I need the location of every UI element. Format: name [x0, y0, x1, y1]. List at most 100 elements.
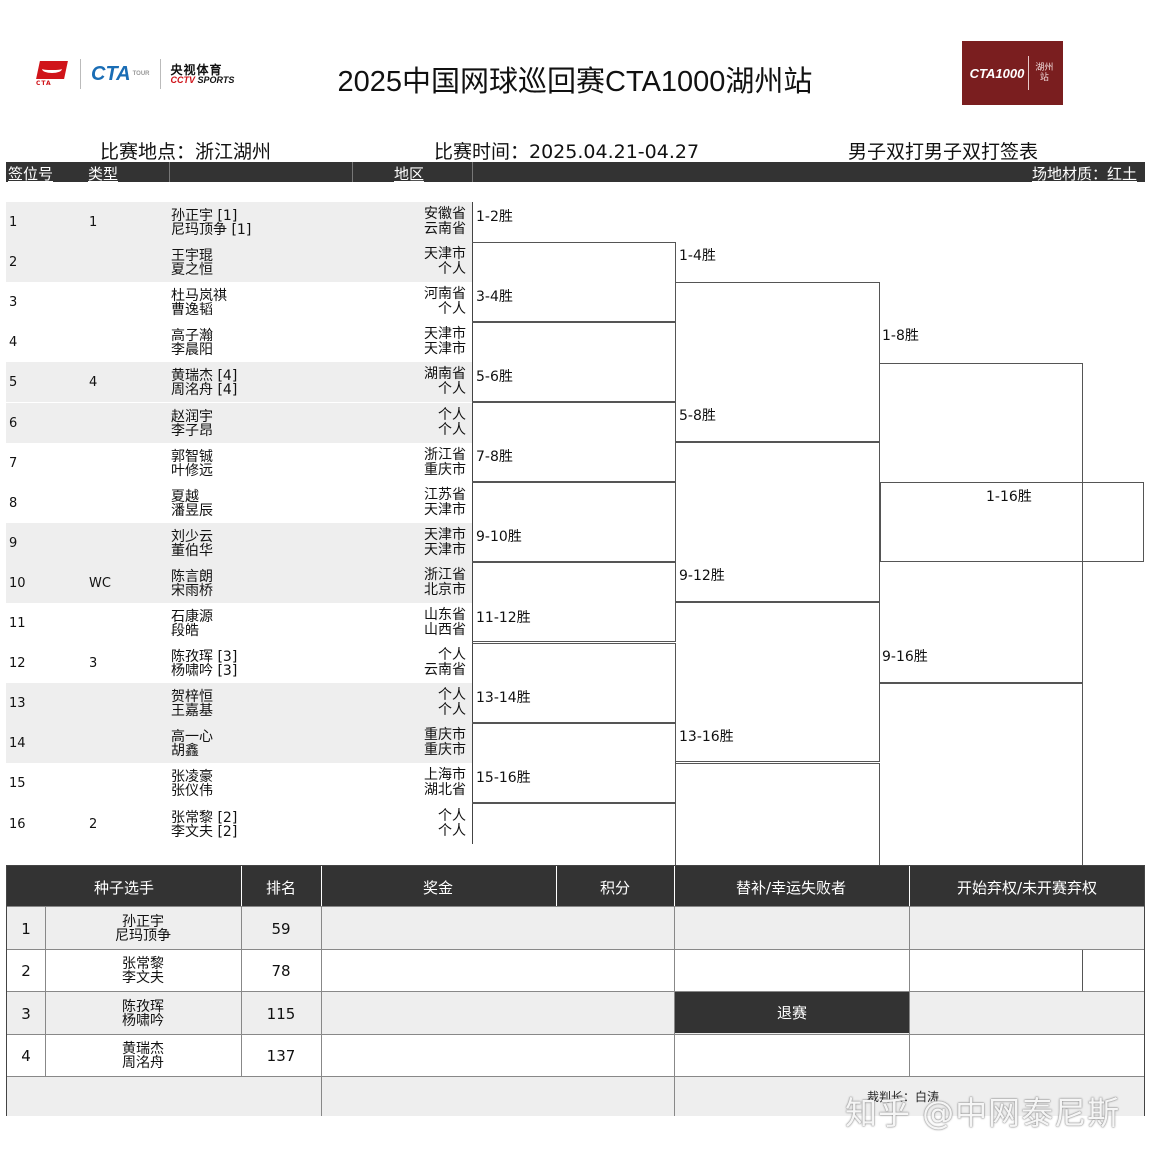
pair-regions: 天津市天津市 [424, 327, 466, 357]
draw-number: 6 [9, 415, 18, 431]
match-winner-label: 15-16胜 [476, 769, 531, 786]
region: 重庆市 [424, 727, 466, 744]
region: 河南省 [424, 286, 466, 303]
footer-row [7, 1076, 1144, 1116]
pair-names: 高子瀚李晨阳 [171, 329, 213, 357]
match-winner-label: 1-8胜 [882, 328, 919, 344]
draw-number: 3 [9, 295, 18, 311]
seed-number: 3 [21, 1004, 31, 1023]
seed-number: 1 [21, 919, 31, 938]
pair-regions: 浙江省重庆市 [424, 447, 466, 478]
player-name: 张常黎 [122, 956, 164, 972]
draw-number: 16 [9, 816, 26, 832]
draw-number: 13 [9, 696, 26, 712]
logo-divider [80, 59, 81, 89]
cta-flag-icon: CTA [36, 59, 70, 89]
pair-regions: 安徽省云南省 [424, 207, 466, 237]
cta-logo: CTA [36, 54, 70, 94]
region: 上海市 [424, 767, 466, 784]
seed-number: 2 [21, 962, 31, 980]
player-name: 孙正宇 [1] [171, 208, 238, 224]
draw-number: 2 [9, 255, 18, 271]
pair-regions: 江苏省天津市 [424, 487, 466, 518]
region: 重庆市 [424, 461, 466, 478]
player-name: 陈言朗 [171, 568, 213, 585]
seed-pair: 孙正宇尼玛顶争 [45, 907, 241, 950]
match-winner-label: 13-16胜 [679, 728, 734, 745]
player-name: 陈孜珲 [3] [171, 649, 238, 666]
region: 云南省 [424, 221, 466, 237]
bracket-connector [472, 402, 676, 483]
date-label: 比赛时间：2025.04.21-04.27 [434, 141, 700, 163]
player-name: 黄瑞杰 [122, 1041, 164, 1057]
pair-regions: 浙江省北京市 [424, 566, 466, 598]
region: 个人 [438, 687, 466, 704]
player-name: 夏之恒 [171, 262, 213, 279]
match-winner-label: 9-12胜 [679, 568, 725, 585]
logo-divider [159, 59, 161, 89]
player-name: 胡鑫 [171, 743, 199, 760]
pair-names: 张常黎 [2]李文夫 [2] [171, 811, 237, 839]
draw-number: 9 [9, 535, 18, 551]
player-name: 李晨阳 [171, 342, 213, 359]
region: 个人 [438, 261, 466, 278]
draw-number: 8 [9, 495, 18, 511]
alternate-header: 替补/幸运失败者 [735, 879, 847, 897]
region: 云南省 [424, 662, 466, 679]
seed-players-header: 种子选手 [93, 879, 155, 897]
draw-number: 7 [9, 455, 18, 471]
player-name: 张常黎 [2] [171, 809, 238, 826]
region: 山西省 [424, 622, 466, 638]
match-winner-label: 1-16胜 [986, 489, 1032, 505]
bracket-connector [880, 363, 1083, 683]
region: 个人 [438, 301, 466, 318]
region: 个人 [438, 421, 466, 438]
pair-names: 张凌豪张仪伟 [171, 770, 213, 798]
match-winner-label: 5-8胜 [679, 408, 716, 425]
draw-number-header: 签位号 [8, 165, 54, 183]
player-name: 孙正宇 [122, 913, 164, 930]
player-name: 董伯华 [171, 542, 213, 559]
bracket-connector [472, 322, 676, 403]
pair-names: 石康源段皓 [171, 610, 213, 638]
draw-row: 4 高子瀚李晨阳 天津市天津市 [6, 322, 472, 362]
pair-names: 杜马岚祺曹逸韬 [171, 289, 227, 317]
player-name: 高一心 [171, 729, 213, 746]
pair-names: 陈孜珲 [3]杨啸吟 [3] [171, 650, 237, 678]
pair-regions: 重庆市重庆市 [424, 728, 466, 758]
player-name: 李文夫 [2] [171, 823, 238, 840]
region: 个人 [438, 807, 466, 824]
pair-regions: 湖南省个人 [424, 367, 466, 397]
player-name: 段皓 [171, 623, 199, 639]
region: 浙江省 [424, 566, 466, 583]
page-title: 2025中国网球巡回赛CTA1000湖州站 [337, 66, 813, 98]
player-name: 杜马岚祺 [171, 288, 227, 305]
player-name: 王宇琨 [171, 248, 213, 265]
draw-number: 4 [9, 335, 18, 351]
bracket-connector [472, 242, 676, 322]
player-name: 周洺舟 [122, 1055, 164, 1071]
pair-regions: 个人个人 [438, 807, 466, 839]
seed-pair: 黄瑞杰周洺舟 [45, 1035, 241, 1078]
region: 山东省 [424, 607, 466, 623]
pair-names: 黄瑞杰 [4]周洺舟 [4] [171, 369, 237, 397]
venue-label: 比赛地点：浙江湖州 [100, 141, 272, 163]
bracket-connector [472, 562, 676, 643]
region: 天津市 [424, 246, 466, 263]
region: 天津市 [424, 501, 466, 518]
draw-number: 5 [9, 375, 18, 391]
draw-number: 11 [9, 616, 26, 631]
region: 重庆市 [424, 742, 466, 759]
player-name: 李文夫 [122, 970, 164, 986]
